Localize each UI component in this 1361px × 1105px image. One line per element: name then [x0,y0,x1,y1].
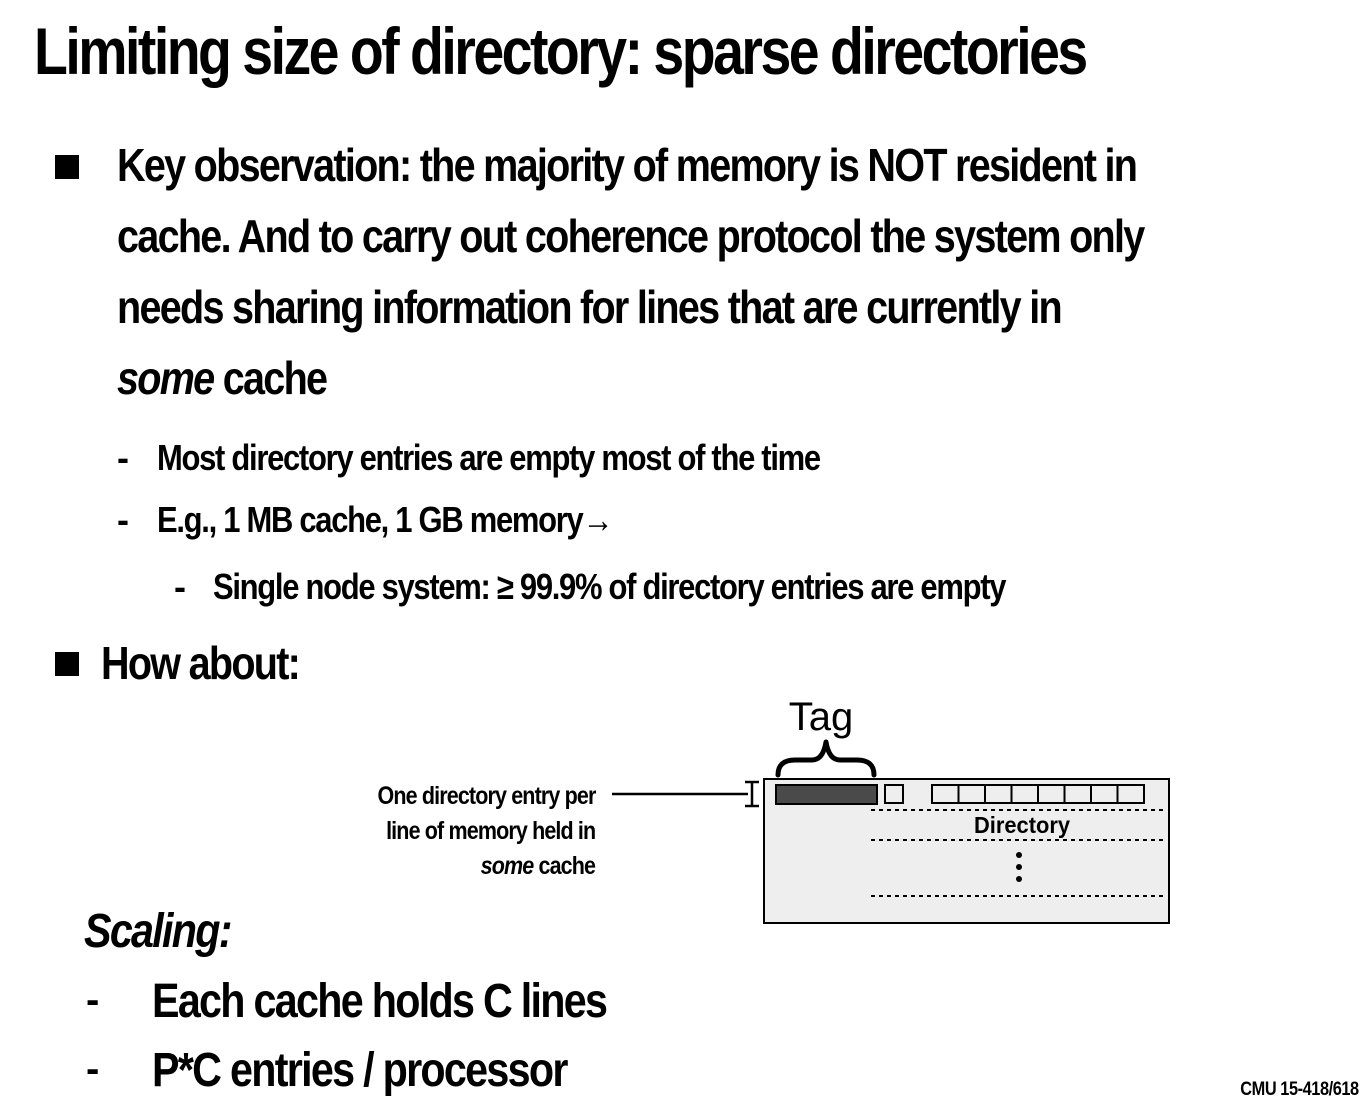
scaling-heading: Scaling: [84,902,233,962]
scaling-heading-italic: Scaling: [84,905,233,958]
annotation-line3-rest: cache [533,852,596,880]
tag-label: Tag [789,695,854,739]
bullet1-line3: needs sharing information for lines that… [117,281,1063,333]
tag-bar [775,784,878,805]
vertical-dot [1016,864,1022,870]
sub-sub-bullet-1: Single node system: ≥ 99.9% of directory… [213,566,1006,607]
vertical-dot [1016,852,1022,858]
annotation-emphasis-some: some [480,852,534,880]
dash-icon: - [174,566,186,607]
dash-icon: - [86,978,100,1022]
bullet1-line4-rest: cache [213,352,328,404]
bullet-square-icon [55,155,79,179]
dash-icon: - [117,499,129,540]
annotation-line1: One directory entry per [377,782,596,810]
bullet1-line1: Key observation: the majority of memory … [117,139,1138,191]
sub-bullet-1: Most directory entries are empty most of… [157,437,821,478]
vertical-dot [1016,876,1022,882]
bullet-square-icon [55,652,79,676]
dash-icon: - [117,437,129,478]
bullet1-line4: some cache [117,343,328,414]
presence-bit-cell [984,784,1013,804]
dash-icon: - [86,1047,100,1091]
bullet2-label: How about: [101,637,301,689]
presence-bit-cell [1116,784,1145,804]
bullet1-line2: cache. And to carry out coherence protoc… [117,210,1145,262]
annotation-line3: some cache [480,848,595,884]
scaling-item-1: Each cache holds C lines [152,975,608,1028]
sub-bullet-2: E.g., 1 MB cache, 1 GB memory→ [157,498,613,542]
directory-label: Directory [974,812,1070,838]
presence-bit-cell [1010,784,1039,804]
directory-box [763,778,1170,924]
emphasis-some: some [117,352,215,404]
annotation-line2: line of memory held in [385,817,596,845]
presence-bit-cell [1090,784,1119,804]
presence-bit-cell [1063,784,1092,804]
scaling-item-2: P*C entries / processor [152,1044,568,1097]
sub-bullet-2-text: E.g., 1 MB cache, 1 GB memory [157,499,584,540]
slide-title: Limiting size of directory: sparse direc… [34,14,1088,88]
tag-brace [775,739,877,778]
course-footer: CMU 15-418/618 [1240,1079,1360,1100]
presence-bit-cell [1037,784,1066,804]
presence-bit-cell [957,784,986,804]
right-arrow-icon: → [582,499,613,540]
presence-bits [931,784,1145,804]
state-bit-box [884,784,904,804]
presence-bit-cell [931,784,960,804]
